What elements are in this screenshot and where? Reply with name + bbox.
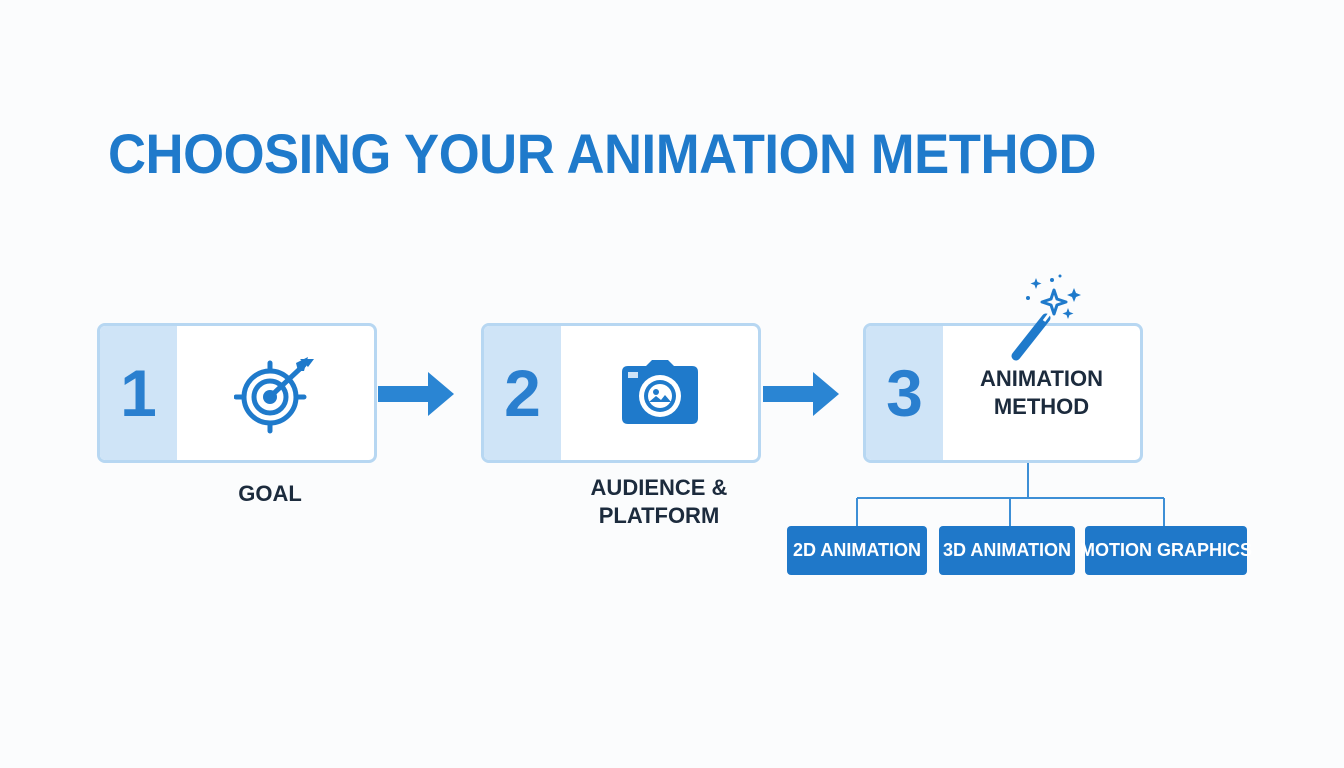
- step-3-label: ANIMATION METHOD: [979, 366, 1104, 419]
- camera-icon: [561, 326, 758, 460]
- step-2-box: 2: [481, 323, 761, 463]
- step-1-number-panel: 1: [100, 326, 177, 460]
- step-1-box: 1: [97, 323, 377, 463]
- step-1-label: GOAL: [238, 481, 302, 506]
- page-title: CHOOSING YOUR ANIMATION METHOD: [108, 122, 1097, 185]
- step-3-number-panel: 3: [866, 326, 943, 460]
- step-1-number: 1: [120, 356, 157, 430]
- step-3-box: 3 ANIMATION METHOD: [863, 323, 1143, 463]
- method-motion-graphics: MOTION GRAPHICS: [1080, 526, 1252, 575]
- step-2-label: AUDIENCE & PLATFORM: [590, 475, 728, 528]
- method-2d-animation: 2D ANIMATION: [787, 526, 927, 575]
- arrow-right-icon: [763, 372, 839, 416]
- step-2-number: 2: [504, 356, 541, 430]
- step-3-number: 3: [886, 356, 923, 430]
- magic-wand-icon: [1011, 274, 1081, 361]
- target-icon: [177, 326, 374, 460]
- arrow-right-icon: [378, 372, 454, 416]
- step-2-number-panel: 2: [484, 326, 561, 460]
- method-3d-animation: 3D ANIMATION: [939, 526, 1075, 575]
